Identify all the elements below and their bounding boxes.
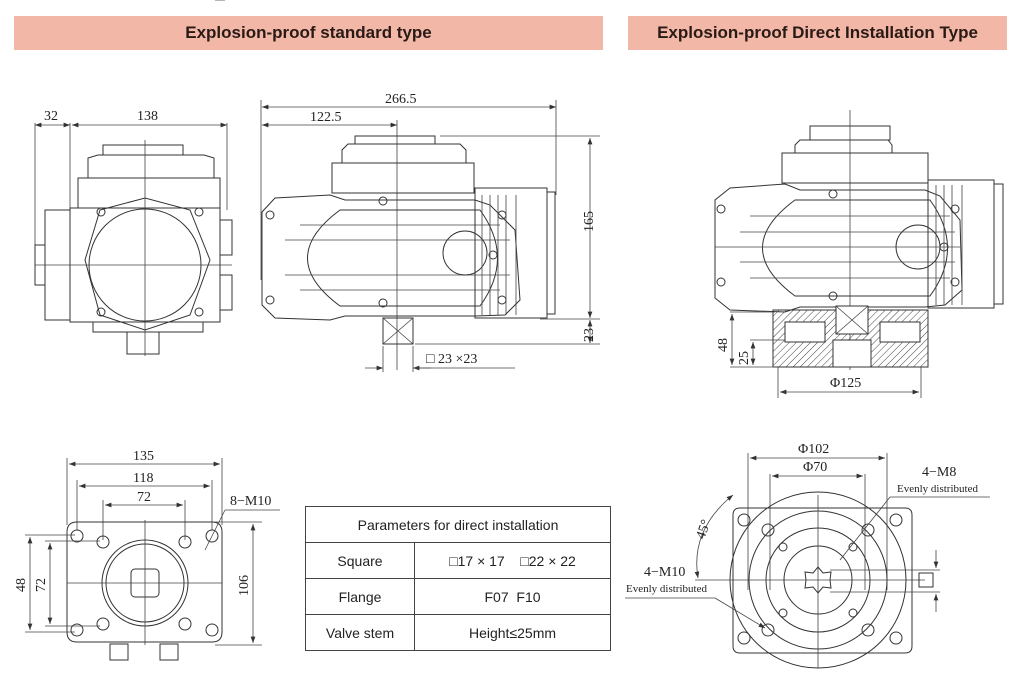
m10-note: Evenly distributed (626, 583, 707, 595)
table-row: Square□17 × 17 □22 × 22 (305, 542, 611, 579)
front-view: 32 138 (34, 109, 233, 356)
dim-138: 138 (137, 109, 158, 124)
dim-122-5: 122.5 (310, 110, 342, 125)
flange-view: Φ102 Φ70 45° 4−M8 Evenly distributed 4−M… (625, 442, 990, 669)
dim-48-direct: 48 (716, 338, 731, 352)
m10-label: 4−M10 (644, 565, 685, 580)
dim-32: 32 (44, 109, 58, 124)
standard-type-banner: Explosion-proof standard type (14, 16, 603, 50)
standard-type-title: Explosion-proof standard type (185, 23, 432, 42)
bolt-label-8-m10: 8−M10 (230, 494, 271, 509)
dim-72-side: 72 (34, 578, 49, 592)
row-key: Flange (305, 578, 415, 615)
dim-phi70: Φ70 (803, 460, 827, 475)
dim-72-top: 72 (137, 490, 151, 505)
row-key: Valve stem (305, 614, 415, 651)
angle-45: 45° (694, 518, 715, 542)
dim-266-5: 266.5 (385, 92, 417, 107)
m8-note: Evenly distributed (897, 483, 978, 495)
direct-type-title: Explosion-proof Direct Installation Type (657, 23, 978, 42)
direct-type-banner: Explosion-proof Direct Installation Type (628, 16, 1007, 50)
row-value: Height≤25mm (414, 614, 611, 651)
dim-135: 135 (133, 449, 154, 464)
dim-48: 48 (14, 578, 29, 592)
params-table: Parameters for direct installation Squar… (305, 506, 611, 651)
direct-side-view: 48 25 Φ125 (714, 110, 1004, 398)
row-key: Square (305, 542, 415, 579)
dim-25: 25 (737, 351, 752, 365)
dim-square-23: □ 23 ×23 (426, 352, 477, 367)
row-value: F07 F10 (414, 578, 611, 615)
side-view: 266.5 122.5 165 23 □ 23 ×23 (260, 92, 600, 372)
dim-23: 23 (582, 328, 597, 342)
dim-phi125: Φ125 (830, 376, 861, 391)
row-value: □17 × 17 □22 × 22 (414, 542, 611, 579)
dim-106: 106 (237, 575, 252, 596)
params-title: Parameters for direct installation (305, 506, 611, 543)
m8-label: 4−M8 (922, 465, 956, 480)
bottom-view: 135 118 72 48 72 106 8−M10 (14, 0, 280, 661)
dim-118: 118 (133, 471, 153, 486)
dim-165: 165 (582, 211, 597, 232)
dim-phi102: Φ102 (798, 442, 829, 457)
